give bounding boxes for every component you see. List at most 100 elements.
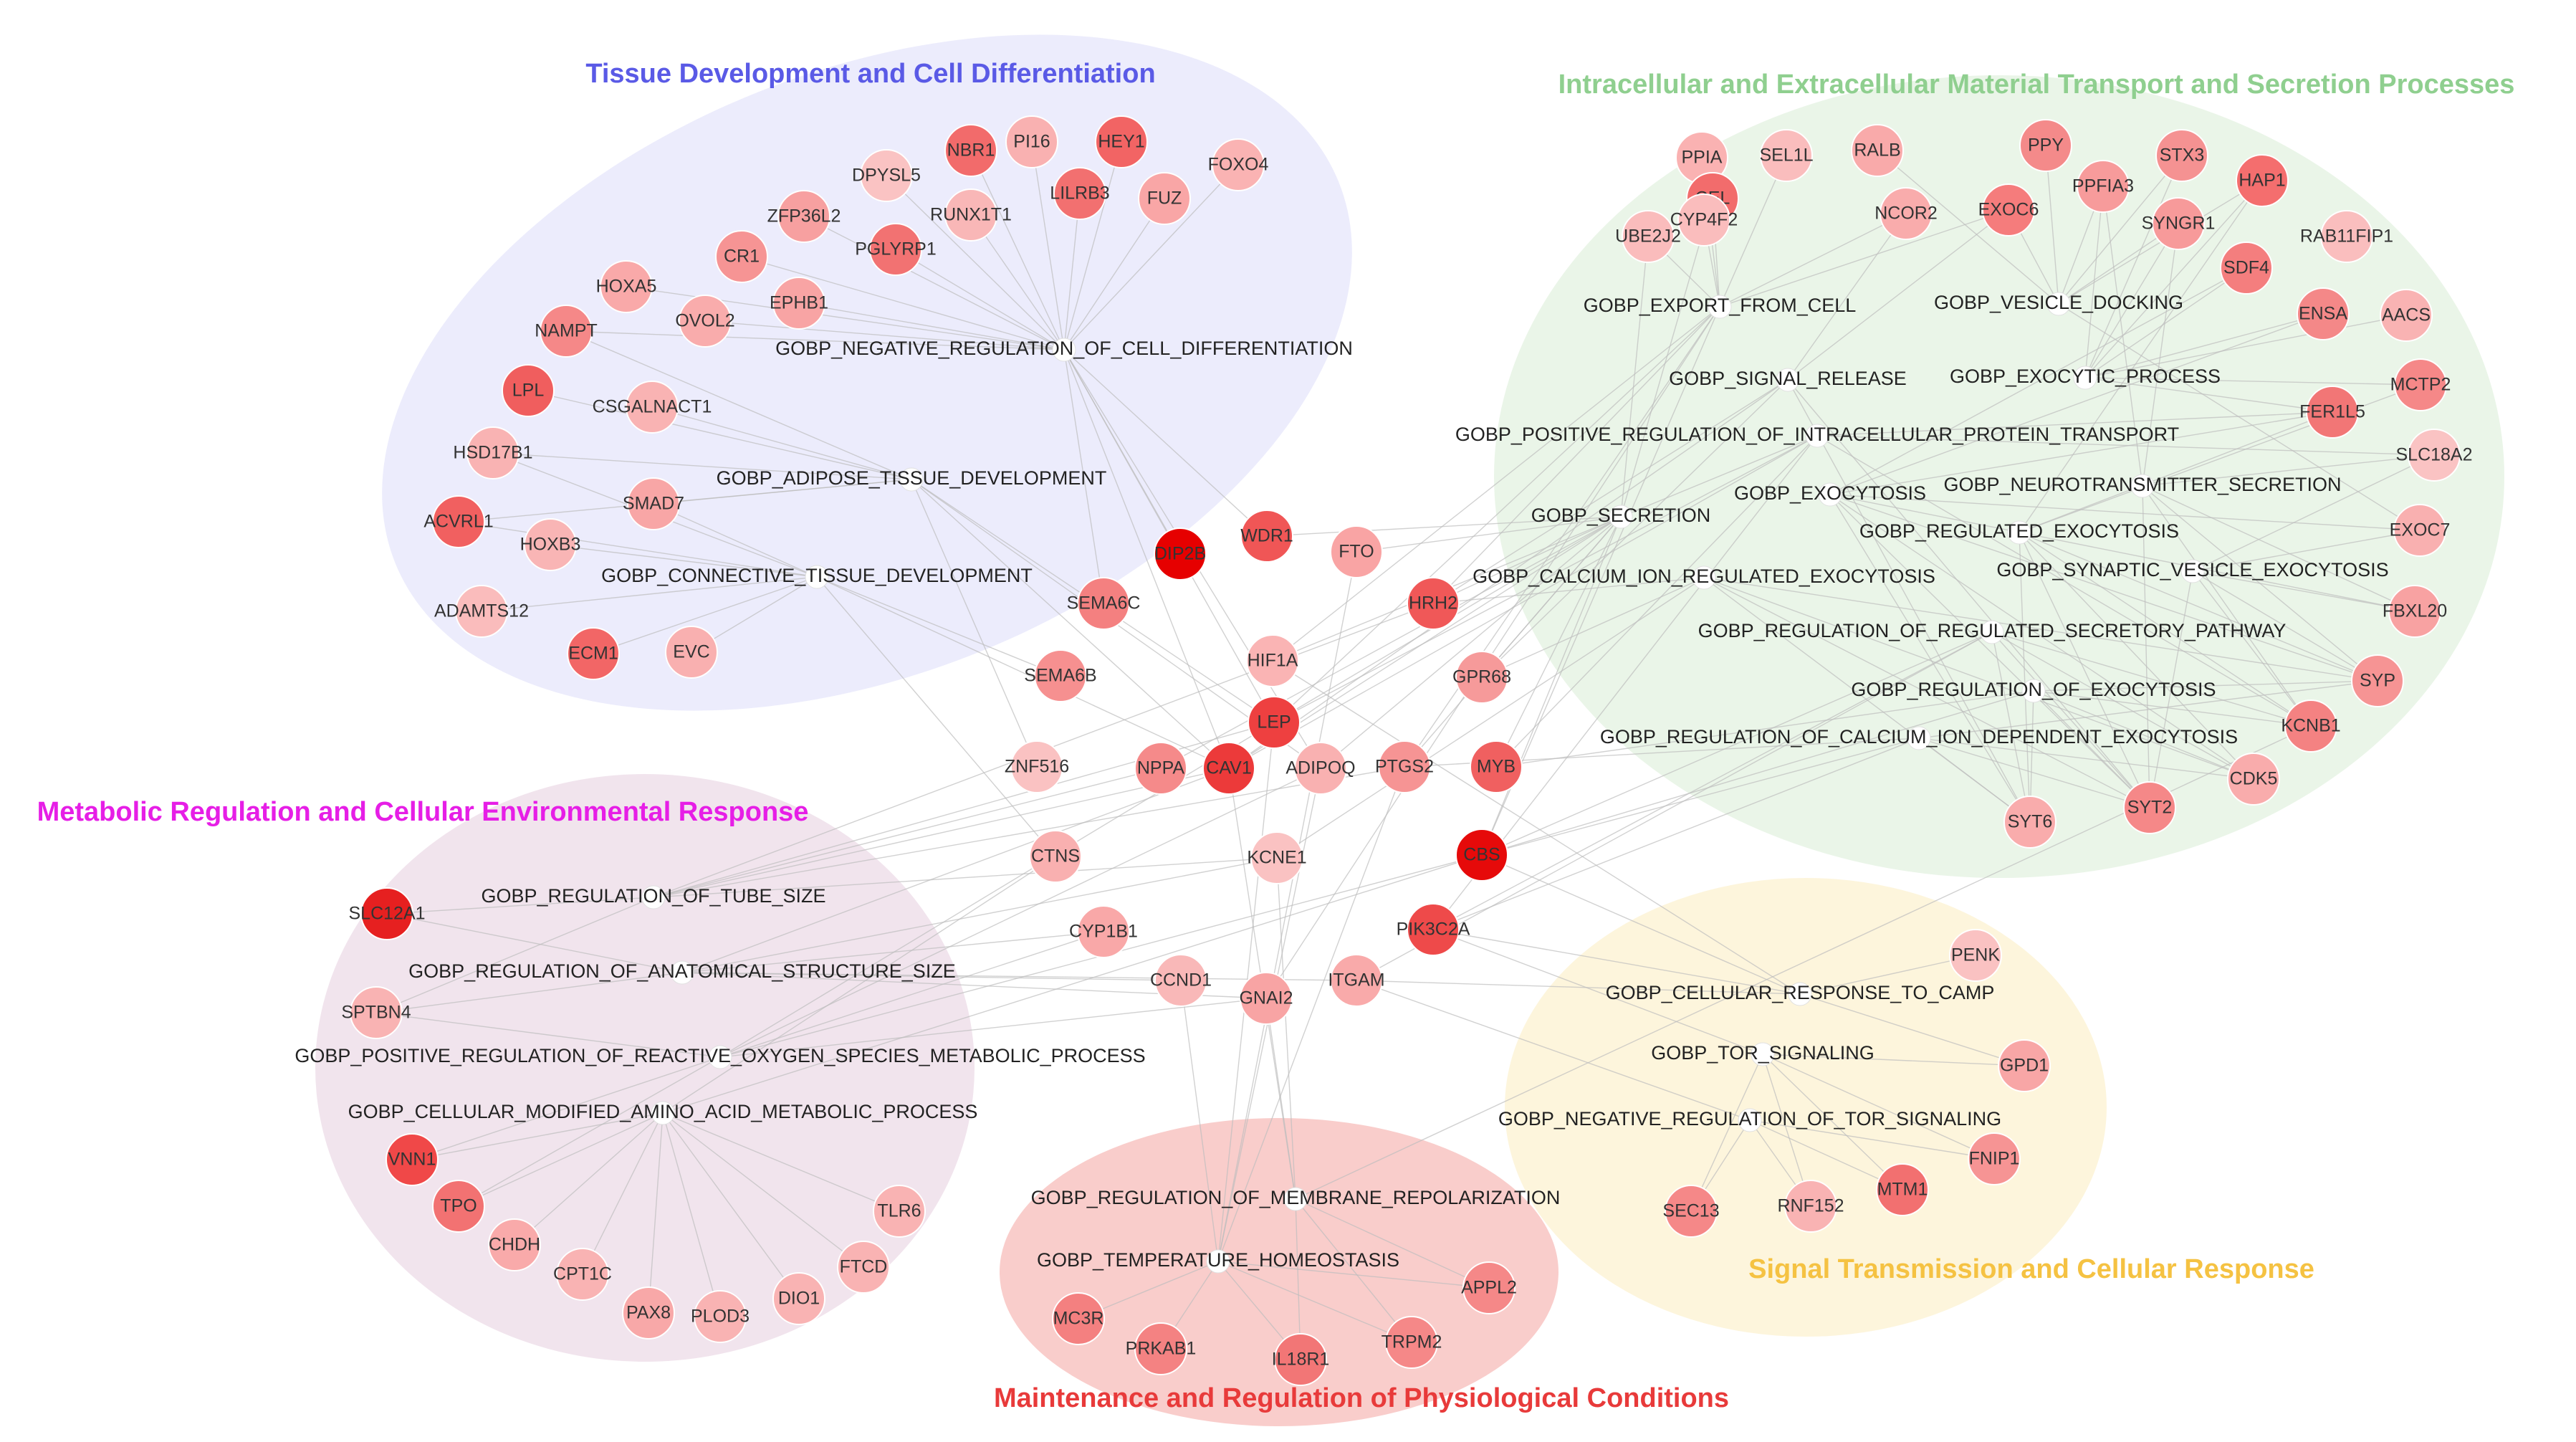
- gene-node-appl2[interactable]: APPL2: [1461, 1261, 1517, 1314]
- gene-node-smad7[interactable]: SMAD7: [623, 477, 684, 530]
- gene-node-fto[interactable]: FTO: [1330, 525, 1383, 578]
- gene-node-hsd17b1[interactable]: HSD17B1: [453, 426, 533, 479]
- gene-node-rnf152[interactable]: RNF152: [1777, 1180, 1844, 1233]
- term-gobp-negative-regulation-of-tor-signaling[interactable]: GOBP_NEGATIVE_REGULATION_OF_TOR_SIGNALIN…: [1498, 1108, 2001, 1132]
- gene-node-hey1[interactable]: HEY1: [1095, 115, 1148, 168]
- gene-node-ephb1[interactable]: EPHB1: [770, 277, 828, 330]
- term-gobp-temperature-homeostasis[interactable]: GOBP_TEMPERATURE_HOMEOSTASIS: [1037, 1249, 1399, 1274]
- gene-node-ncor2[interactable]: NCOR2: [1874, 187, 1938, 240]
- gene-node-sel1l[interactable]: SEL1L: [1759, 129, 1814, 182]
- gene-node-hap1[interactable]: HAP1: [2236, 154, 2289, 207]
- gene-node-ctns[interactable]: CTNS: [1029, 830, 1082, 883]
- term-gobp-secretion[interactable]: GOBP_SECRETION: [1531, 505, 1711, 529]
- gene-node-syt2[interactable]: SYT2: [2123, 781, 2176, 834]
- gene-node-kcne1[interactable]: KCNE1: [1247, 831, 1307, 884]
- gene-node-il18r1[interactable]: IL18R1: [1272, 1333, 1330, 1386]
- gene-node-acvrl1[interactable]: ACVRL1: [423, 495, 494, 548]
- term-gobp-positive-regulation-of-intracellular-protein-transport[interactable]: GOBP_POSITIVE_REGULATION_OF_INTRACELLULA…: [1455, 424, 2179, 448]
- term-gobp-positive-regulation-of-reactive-oxygen-species-metabolic-process[interactable]: GOBP_POSITIVE_REGULATION_OF_REACTIVE_OXY…: [295, 1045, 1146, 1069]
- gene-node-pik3c2a[interactable]: PIK3C2A: [1397, 903, 1470, 956]
- gene-node-mtm1[interactable]: MTM1: [1876, 1163, 1929, 1216]
- term-gobp-cellular-modified-amino-acid-metabolic-process[interactable]: GOBP_CELLULAR_MODIFIED_AMINO_ACID_METABO…: [348, 1101, 978, 1125]
- term-gobp-regulation-of-membrane-repolarization[interactable]: GOBP_REGULATION_OF_MEMBRANE_REPOLARIZATI…: [1031, 1187, 1561, 1211]
- gene-node-runx1t1[interactable]: RUNX1T1: [930, 188, 1012, 242]
- gene-node-sec13[interactable]: SEC13: [1662, 1185, 1720, 1238]
- gene-node-exoc6[interactable]: EXOC6: [1978, 183, 2039, 237]
- term-gobp-vesicle-docking[interactable]: GOBP_VESICLE_DOCKING: [1934, 292, 2183, 316]
- gene-node-znf516[interactable]: ZNF516: [1005, 740, 1069, 793]
- term-gobp-tor-signaling[interactable]: GOBP_TOR_SIGNALING: [1651, 1042, 1874, 1066]
- gene-node-stx3[interactable]: STX3: [2155, 129, 2208, 182]
- gene-node-aacs[interactable]: AACS: [2380, 289, 2433, 342]
- gene-node-kcnb1[interactable]: KCNB1: [2281, 699, 2341, 753]
- gene-node-cpt1c[interactable]: CPT1C: [553, 1248, 612, 1301]
- gene-node-dpysl5[interactable]: DPYSL5: [852, 149, 921, 202]
- gene-node-ecm1[interactable]: ECM1: [567, 627, 620, 680]
- term-gobp-calcium-ion-regulated-exocytosis[interactable]: GOBP_CALCIUM_ION_REGULATED_EXOCYTOSIS: [1473, 565, 1935, 590]
- gene-node-nampt[interactable]: NAMPT: [535, 305, 598, 358]
- term-gobp-adipose-tissue-development[interactable]: GOBP_ADIPOSE_TISSUE_DEVELOPMENT: [717, 467, 1107, 492]
- gene-node-cr1[interactable]: CR1: [715, 230, 768, 283]
- term-gobp-regulation-of-calcium-ion-dependent-exocytosis[interactable]: GOBP_REGULATION_OF_CALCIUM_ION_DEPENDENT…: [1600, 726, 2238, 750]
- gene-node-lilrb3[interactable]: LILRB3: [1050, 167, 1110, 220]
- term-gobp-regulation-of-tube-size[interactable]: GOBP_REGULATION_OF_TUBE_SIZE: [481, 885, 826, 909]
- gene-node-foxo4[interactable]: FOXO4: [1208, 138, 1269, 191]
- gene-node-myb[interactable]: MYB: [1470, 740, 1523, 793]
- gene-node-adamts12[interactable]: ADAMTS12: [434, 585, 529, 638]
- gene-node-dio1[interactable]: DIO1: [772, 1272, 825, 1325]
- gene-node-ovol2[interactable]: OVOL2: [675, 295, 735, 348]
- gene-node-penk[interactable]: PENK: [1949, 929, 2002, 982]
- gene-node-exoc7[interactable]: EXOC7: [2390, 504, 2451, 557]
- gene-node-sema6b[interactable]: SEMA6B: [1024, 649, 1097, 702]
- gene-node-chdh[interactable]: CHDH: [488, 1218, 541, 1271]
- gene-node-syngr1[interactable]: SYNGR1: [2142, 197, 2216, 250]
- gene-node-pax8[interactable]: PAX8: [622, 1286, 675, 1340]
- gene-node-trpm2[interactable]: TRPM2: [1382, 1316, 1442, 1369]
- gene-node-ftcd[interactable]: FTCD: [837, 1241, 890, 1294]
- gene-node-ccnd1[interactable]: CCND1: [1150, 954, 1212, 1007]
- gene-node-gnai2[interactable]: GNAI2: [1239, 972, 1293, 1025]
- gene-node-adipoq[interactable]: ADIPOQ: [1285, 742, 1356, 795]
- gene-node-syp[interactable]: SYP: [2351, 654, 2404, 707]
- gene-node-hoxb3[interactable]: HOXB3: [520, 518, 581, 571]
- gene-node-sema6c[interactable]: SEMA6C: [1067, 577, 1141, 630]
- gene-node-cdk5[interactable]: CDK5: [2227, 753, 2280, 806]
- term-gobp-negative-regulation-of-cell-differentiation[interactable]: GOBP_NEGATIVE_REGULATION_OF_CELL_DIFFERE…: [775, 338, 1353, 362]
- gene-node-tlr6[interactable]: TLR6: [873, 1185, 926, 1238]
- gene-node-hif1a[interactable]: HIF1A: [1246, 634, 1299, 687]
- gene-node-evc[interactable]: EVC: [665, 626, 718, 679]
- term-gobp-regulation-of-exocytosis[interactable]: GOBP_REGULATION_OF_EXOCYTOSIS: [1851, 679, 2216, 703]
- gene-node-syt6[interactable]: SYT6: [2003, 796, 2057, 849]
- gene-node-gpr68[interactable]: GPR68: [1452, 651, 1511, 704]
- gene-node-zfp36l2[interactable]: ZFP36L2: [767, 190, 841, 243]
- gene-node-pglyrp1[interactable]: PGLYRP1: [855, 223, 937, 276]
- gene-node-hrh2[interactable]: HRH2: [1407, 577, 1460, 630]
- gene-node-ube2j2[interactable]: UBE2J2: [1615, 210, 1681, 263]
- gene-node-mc3r[interactable]: MC3R: [1052, 1292, 1105, 1345]
- term-gobp-regulation-of-regulated-secretory-pathway[interactable]: GOBP_REGULATION_OF_REGULATED_SECRETORY_P…: [1698, 620, 2287, 644]
- gene-node-wdr1[interactable]: WDR1: [1240, 510, 1293, 563]
- term-gobp-connective-tissue-development[interactable]: GOBP_CONNECTIVE_TISSUE_DEVELOPMENT: [601, 565, 1033, 589]
- gene-node-fuz[interactable]: FUZ: [1138, 172, 1191, 225]
- gene-node-plod3[interactable]: PLOD3: [691, 1290, 750, 1343]
- gene-node-slc12a1[interactable]: SLC12A1: [348, 887, 426, 940]
- term-gobp-regulation-of-anatomical-structure-size[interactable]: GOBP_REGULATION_OF_ANATOMICAL_STRUCTURE_…: [408, 960, 956, 985]
- gene-node-cbs[interactable]: CBS: [1455, 829, 1508, 882]
- gene-node-prkab1[interactable]: PRKAB1: [1126, 1322, 1197, 1375]
- term-gobp-neurotransmitter-secretion[interactable]: GOBP_NEUROTRANSMITTER_SECRETION: [1943, 474, 2342, 498]
- gene-node-dip2b[interactable]: DIP2B: [1154, 527, 1207, 581]
- gene-node-cyp4f2[interactable]: CYP4F2: [1670, 194, 1738, 247]
- gene-node-lpl[interactable]: LPL: [502, 364, 555, 417]
- term-gobp-regulated-exocytosis[interactable]: GOBP_REGULATED_EXOCYTOSIS: [1859, 520, 2179, 545]
- gene-node-gpd1[interactable]: GPD1: [1998, 1039, 2051, 1092]
- term-gobp-cellular-response-to-camp[interactable]: GOBP_CELLULAR_RESPONSE_TO_CAMP: [1606, 982, 1995, 1006]
- gene-node-ppy[interactable]: PPY: [2019, 119, 2072, 172]
- gene-node-ralb[interactable]: RALB: [1851, 124, 1904, 177]
- gene-node-ppfia3[interactable]: PPFIA3: [2072, 160, 2134, 213]
- gene-node-fer1l5[interactable]: FER1L5: [2299, 386, 2365, 439]
- gene-node-mctp2[interactable]: MCTP2: [2390, 358, 2451, 411]
- gene-node-cyp1b1[interactable]: CYP1B1: [1069, 905, 1138, 958]
- gene-node-pi16[interactable]: PI16: [1005, 115, 1058, 168]
- gene-node-itgam[interactable]: ITGAM: [1328, 954, 1385, 1007]
- term-gobp-signal-release[interactable]: GOBP_SIGNAL_RELEASE: [1669, 368, 1907, 392]
